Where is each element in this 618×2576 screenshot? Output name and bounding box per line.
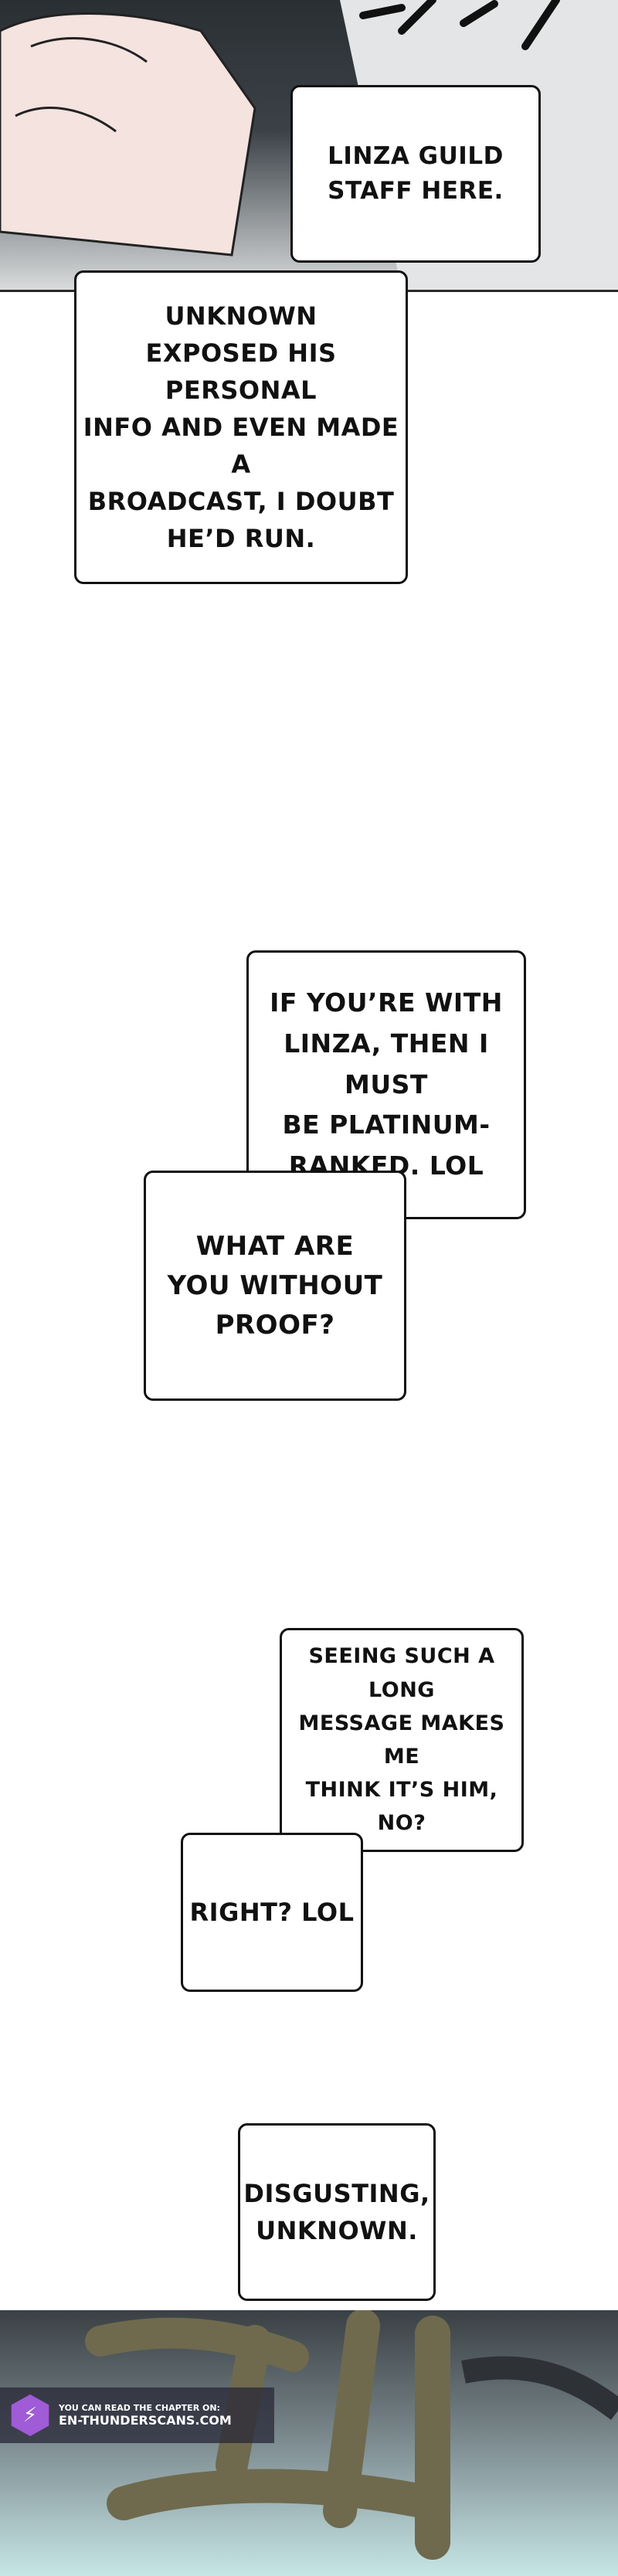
sfx-strokes [85, 2310, 618, 2560]
lightning-bolt-icon: ⚡ [11, 2394, 49, 2436]
speech-bubble-text: LINZA GUILD STAFF HERE. [328, 142, 504, 205]
speech-bubble-text: UNKNOWN EXPOSED HIS PERSONAL INFO AND EV… [83, 301, 399, 553]
speech-bubble-text: SEEING SUCH A LONG MESSAGE MAKES ME THIN… [298, 1644, 505, 1836]
speech-bubble-text: DISGUSTING, UNKNOWN. [243, 2179, 430, 2245]
bottom-illustration-panel [0, 2310, 618, 2576]
speech-bubble-long-message: SEEING SUCH A LONG MESSAGE MAKES ME THIN… [280, 1628, 524, 1852]
speech-bubble-text: RIGHT? LOL [189, 1898, 355, 1927]
speech-bubble-guild-staff: LINZA GUILD STAFF HERE. [290, 85, 541, 263]
watermark-site: EN-THUNDERSCANS.COM [59, 2413, 232, 2428]
speech-bubble-without-proof: WHAT ARE YOU WITHOUT PROOF? [144, 1171, 406, 1401]
watermark-caption: YOU CAN READ THE CHAPTER ON: [59, 2402, 220, 2413]
speech-bubble-right-lol: RIGHT? LOL [181, 1833, 363, 1992]
speech-bubble-text: WHAT ARE YOU WITHOUT PROOF? [167, 1230, 383, 1341]
scanlation-watermark: ⚡ YOU CAN READ THE CHAPTER ON: EN-THUNDE… [0, 2387, 274, 2443]
speech-bubble-exposed-info: UNKNOWN EXPOSED HIS PERSONAL INFO AND EV… [74, 270, 408, 584]
speech-bubble-text: IF YOU’RE WITH LINZA, THEN I MUST BE PLA… [270, 987, 503, 1181]
speech-bubble-disgusting: DISGUSTING, UNKNOWN. [238, 2123, 436, 2301]
